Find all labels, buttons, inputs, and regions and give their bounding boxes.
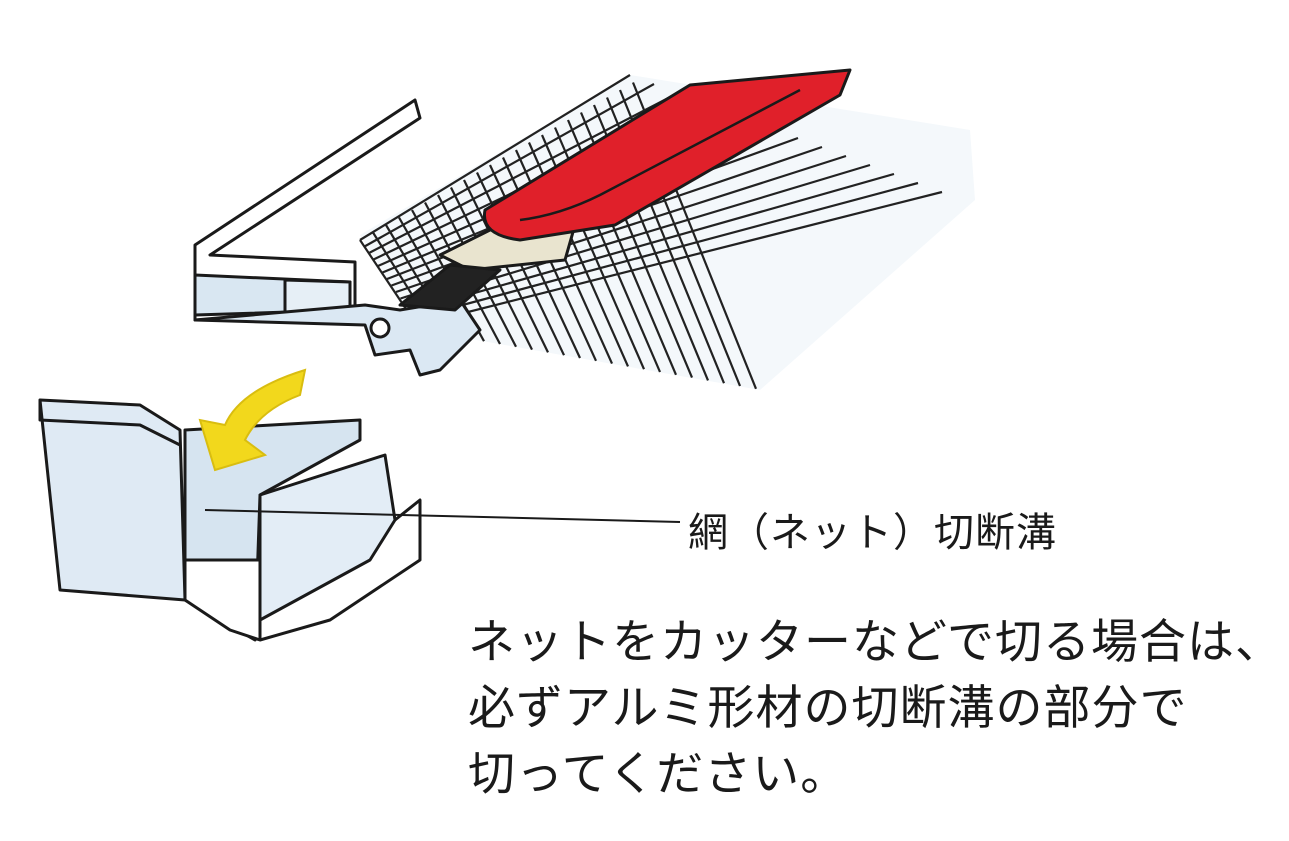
cutter-knife [398,68,852,312]
mesh-line [363,83,655,248]
instruction-line-1: ネットをカッターなどで切る場合は、 [468,615,1284,670]
mesh-line [413,181,919,320]
rotation-arrow-icon [198,368,307,472]
mesh-line [418,190,943,326]
mesh-line [409,172,895,313]
instruction-line-3: 切ってください。 [468,747,849,802]
cutting-groove-label: 網（ネット）切断溝 [688,510,1057,556]
aluminum-frame-lower [38,398,422,642]
instruction-line-2: 必ずアルミ形材の切断溝の部分で [468,681,1188,736]
callout-leader-line [204,509,681,523]
instruction-text: ネットをカッターなどで切る場合は、 必ずアルミ形材の切断溝の部分で 切ってくださ… [468,610,1283,808]
mesh-line [368,92,679,254]
aluminum-frame-upper [193,98,482,377]
mesh-line [359,74,631,241]
